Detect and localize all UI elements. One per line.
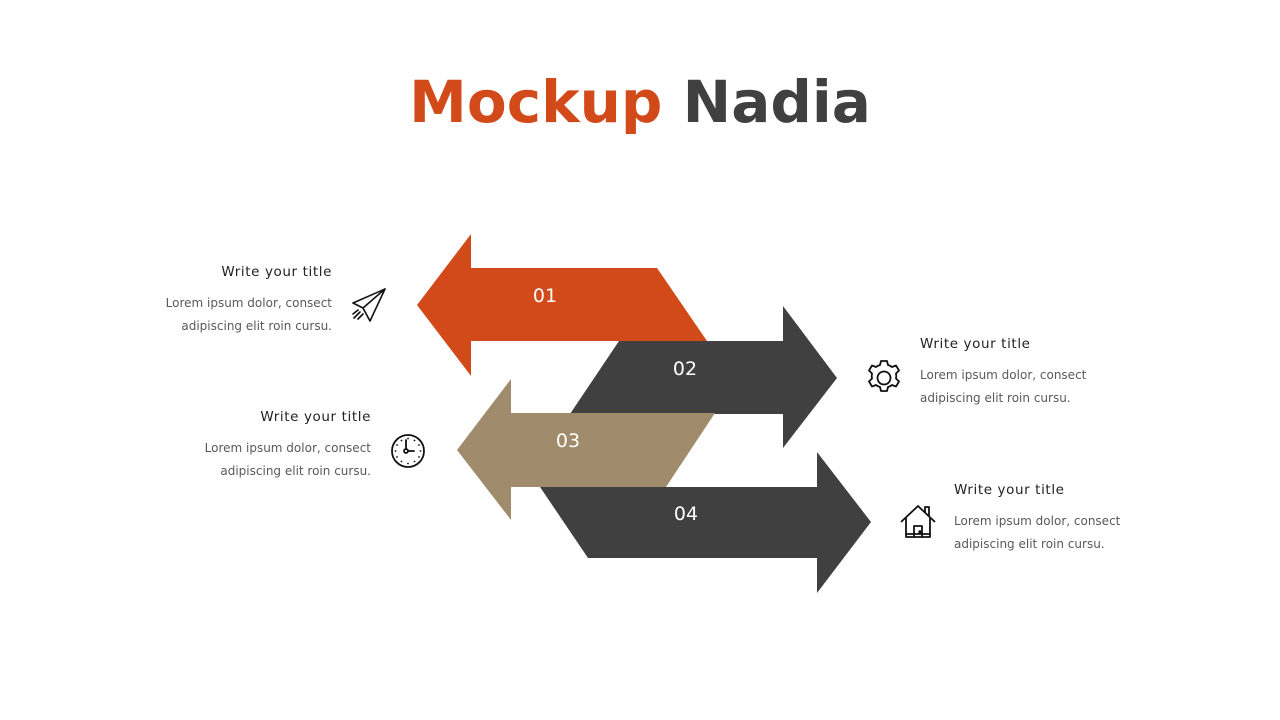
item-02-text: Write your title Lorem ipsum dolor, cons… [920,336,1140,410]
item-04-line2: adipiscing elit roin cursu. [954,537,1105,551]
item-04-title: Write your title [954,482,1065,498]
item-03-text: Write your title Lorem ipsum dolor, cons… [151,409,371,483]
item-01-line1: Lorem ipsum dolor, consect [165,296,332,310]
arrow-02-right [570,306,837,448]
item-02-description: Lorem ipsum dolor, consect adipiscing el… [920,364,1140,410]
arrow-03-label: 03 [555,430,581,452]
item-03-line2: adipiscing elit roin cursu. [220,464,371,478]
arrow-01-label: 01 [532,285,558,307]
item-01-text: Write your title Lorem ipsum dolor, cons… [112,264,332,338]
title-word-mockup: Mockup [409,68,663,136]
item-03-title: Write your title [260,409,371,425]
item-01-line2: adipiscing elit roin cursu. [181,319,332,333]
item-02-line1: Lorem ipsum dolor, consect [920,368,1087,382]
arrow-02-label: 02 [672,358,698,380]
clock-icon [388,431,428,471]
item-01-description: Lorem ipsum dolor, consect adipiscing el… [112,292,332,338]
item-03-description: Lorem ipsum dolor, consect adipiscing el… [151,437,371,483]
house-icon [898,502,938,542]
gear-icon [864,358,904,398]
item-04-description: Lorem ipsum dolor, consect adipiscing el… [954,510,1174,556]
paper-plane-icon [348,286,388,326]
arrow-01-left [417,234,707,376]
slide-title: Mockup Nadia [0,64,1280,140]
item-01-title: Write your title [221,264,332,280]
arrow-04-right [540,452,871,593]
title-word-nadia: Nadia [682,68,871,136]
item-02-title: Write your title [920,336,1031,352]
arrow-04-label: 04 [673,503,699,525]
arrow-03-left [457,379,715,520]
item-04-line1: Lorem ipsum dolor, consect [954,514,1121,528]
item-03-line1: Lorem ipsum dolor, consect [204,441,371,455]
item-02-line2: adipiscing elit roin cursu. [920,391,1071,405]
item-04-text: Write your title Lorem ipsum dolor, cons… [954,482,1174,556]
